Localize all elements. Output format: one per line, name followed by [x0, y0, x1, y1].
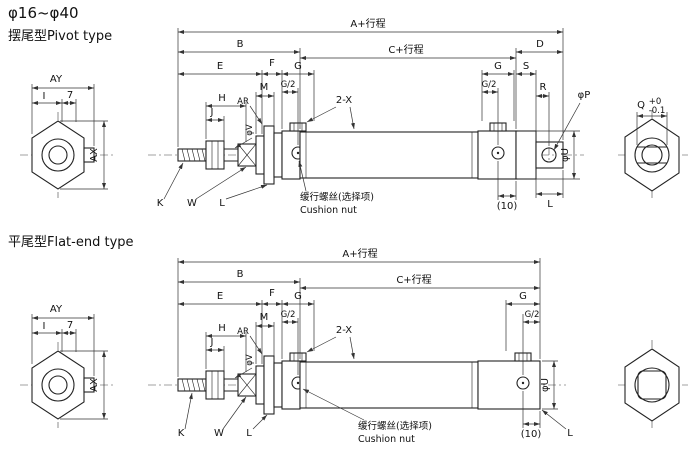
head-cover	[281, 360, 301, 410]
dim-ax-label: AX	[89, 148, 100, 162]
rear-cover-flat	[477, 360, 541, 410]
rod-nut	[205, 140, 225, 170]
dim-b-label: B	[237, 269, 244, 280]
dim-phiu-label: φU	[540, 378, 551, 392]
rod-nut	[205, 370, 225, 400]
dim-10-label: (10)	[497, 201, 518, 212]
mounting-flange	[255, 355, 283, 415]
dim-2x-label: 2-X	[336, 325, 352, 336]
dim-phip-label: φP	[578, 90, 591, 101]
dim-w-label: W	[187, 198, 197, 209]
dim-h-label: H	[218, 323, 226, 334]
note-cushion-en: Cushion nut	[358, 434, 415, 445]
flat-type-label: 平尾型Flat-end type	[8, 235, 134, 250]
wrench-socket-outline	[637, 370, 667, 400]
dim-f-label: F	[269, 58, 275, 69]
dim-m-label: M	[260, 82, 269, 93]
dim-r-label: R	[540, 82, 547, 93]
dim-ar-label: AR	[237, 327, 249, 337]
dim-g-front-label: G	[294, 291, 302, 302]
pivot-side-view	[148, 122, 584, 185]
dim-g-rear-label: G	[519, 291, 527, 302]
note-cushion-cn: 缓行螺丝(选择项)	[300, 191, 374, 203]
dim-g2-rear-label: G/2	[525, 310, 540, 320]
dim-i-label: I	[43, 91, 46, 102]
dim-7-label: 7	[67, 90, 73, 101]
pivot-clevis	[515, 130, 564, 180]
note-cushion-en: Cushion nut	[300, 205, 357, 216]
dim-ay-label: AY	[50, 304, 63, 315]
note-cushion-cn: 缓行螺丝(选择项)	[358, 420, 432, 432]
port-boss-end	[83, 377, 95, 393]
dim-phiu-label: φU	[560, 148, 571, 162]
flat-left-end-view: AY I 7 AX	[20, 304, 116, 428]
hex-tail-outline	[624, 118, 680, 192]
flat-right-end-view	[618, 340, 688, 430]
dim-ax-label: AX	[89, 378, 100, 392]
pivot-right-end-view: Q +0 -0.1	[618, 97, 688, 200]
dim-c-label: C+行程	[396, 273, 431, 286]
pivot-dimensions: A+行程 B C+行程 D E F G G S G/2 G/2 M R H J …	[157, 17, 591, 216]
dim-k-label: K	[157, 198, 164, 209]
dim-ay-label: AY	[50, 74, 63, 85]
piston-rod-thread	[177, 378, 207, 392]
dim-q-tol-lower: -0.1	[649, 106, 666, 116]
flat-side-view	[148, 352, 566, 415]
dim-g2-rear-label: G/2	[482, 80, 497, 90]
pivot-type-label: 摆尾型Pivot type	[8, 29, 112, 44]
dim-f-label: F	[269, 288, 275, 299]
dim-a-label: A+行程	[350, 17, 385, 30]
dim-j-label: J	[210, 337, 214, 348]
port-boss-end	[83, 147, 95, 163]
dim-2x-label: 2-X	[336, 95, 352, 106]
wrench-flats	[237, 143, 257, 167]
dim-i-label: I	[43, 321, 46, 332]
dim-g-front-label: G	[294, 61, 302, 72]
dim-7-label: 7	[67, 320, 73, 331]
dim-c-label: C+行程	[388, 43, 423, 56]
dim-e-label: E	[217, 291, 223, 302]
dim-phiv-label: φV	[245, 124, 255, 136]
dim-l-front-label: L	[219, 198, 225, 209]
dim-a-label: A+行程	[342, 247, 377, 260]
dim-l-rear-label: L	[547, 199, 553, 210]
wrench-flats	[237, 373, 257, 397]
dim-g-rear-label: G	[494, 61, 502, 72]
rear-cover	[477, 130, 517, 180]
dim-phiv-label: φV	[245, 354, 255, 366]
dim-k-label: K	[178, 428, 185, 439]
dim-j-label: J	[210, 107, 214, 118]
dim-q-label: Q	[637, 100, 645, 111]
dim-l-rear-label: L	[567, 428, 573, 439]
dim-10-label: (10)	[521, 429, 542, 440]
dim-g2-front-label: G/2	[281, 80, 296, 90]
mounting-flange	[255, 125, 283, 185]
dim-e-label: E	[217, 61, 223, 72]
cylinder-tube	[299, 131, 479, 179]
pivot-left-end-view: AY I 7 AX	[20, 74, 116, 198]
hex-body-outline	[31, 350, 85, 420]
cylinder-tube	[299, 361, 479, 409]
flat-dimensions: A+行程 B C+行程 E F G G G/2 G/2 M H J AR φV …	[177, 247, 573, 445]
hex-body-outline	[31, 120, 85, 190]
dim-g2-front-label: G/2	[281, 310, 296, 320]
dim-w-label: W	[214, 428, 224, 439]
head-cover	[281, 130, 301, 180]
dim-d-label: D	[536, 39, 544, 50]
dim-l-front-label: L	[246, 428, 252, 439]
dim-b-label: B	[237, 39, 244, 50]
page-title: φ16~φ40	[8, 4, 79, 22]
dim-m-label: M	[260, 312, 269, 323]
dim-s-label: S	[523, 61, 529, 72]
hex-tail-outline	[624, 348, 680, 422]
piston-rod-thread	[177, 148, 207, 162]
dim-ar-label: AR	[237, 97, 249, 107]
dim-q-tol-upper: +0	[649, 97, 662, 107]
dim-h-label: H	[218, 93, 226, 104]
